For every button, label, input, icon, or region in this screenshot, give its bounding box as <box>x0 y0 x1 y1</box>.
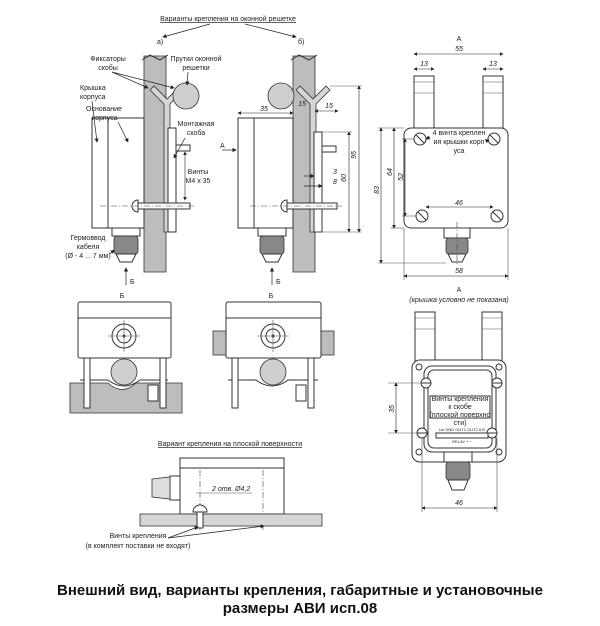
screw-icon <box>487 132 501 146</box>
label-base-2: корпуса <box>92 115 118 122</box>
dim-13b: 13 <box>489 61 497 68</box>
view-a-title-2: А <box>457 287 462 294</box>
dim-13a: 13 <box>420 61 428 68</box>
arrow-to-a <box>162 23 211 39</box>
dim-46b: 46 <box>455 500 463 507</box>
arrow-to-b <box>244 23 297 39</box>
view-a-note: (крышка условно не показана) <box>409 297 508 304</box>
label-cover: Крышка <box>80 85 106 92</box>
dim-8: 8 <box>333 179 337 186</box>
label-rods: Прутки оконной <box>171 55 222 63</box>
flat-mount-view: Вариант крепления на плоской поверхности… <box>86 440 323 550</box>
terminal-labels: Uп GND OUT1 OUT2 A B <box>439 427 485 432</box>
dim-60: 60 <box>341 174 348 182</box>
grate-rod-b <box>267 82 295 110</box>
label-screws: Винты <box>188 169 209 176</box>
label-fixators: Фиксаторы <box>90 56 126 63</box>
side-view-b: Б А 35 15 15 95 60 3 8 <box>220 54 362 286</box>
label-cover-2: корпуса <box>80 94 106 101</box>
dim-35b: 35 <box>389 405 396 413</box>
title-window-grate: Варианты крепления на оконной решетке <box>160 15 296 23</box>
dim-15b: 15 <box>325 103 333 110</box>
dim-83: 83 <box>374 186 381 194</box>
screw-icon <box>490 209 504 223</box>
view-b-left: Б <box>69 293 183 414</box>
flat-title: Вариант крепления на плоской поверхности <box>158 440 302 448</box>
label-screws-2: M4 x 35 <box>186 178 211 185</box>
variant-a-label: а) <box>157 39 163 46</box>
label-flat-screws: Винты крепления <box>110 533 167 540</box>
screw-icon <box>415 209 429 223</box>
terminal-relay: RELAY + − <box>452 439 472 444</box>
front-view-a: А 55 13 13 4 винта креплен ия крышки кор… <box>374 36 509 280</box>
dim-52: 52 <box>398 173 405 181</box>
label-cover-screws: 4 винта креплен <box>433 130 486 137</box>
label-flat-screws-2: (в комплект поставки не входят) <box>86 543 191 550</box>
label-gland: Гермоввод <box>71 235 106 242</box>
label-bracket: Монтажная <box>178 121 215 128</box>
label-gland-2: кабеля <box>77 243 100 251</box>
view-a-no-cover: А (крышка условно не показана) Винты кре… <box>388 287 509 512</box>
housing-flat <box>179 457 285 515</box>
dim-46: 46 <box>455 200 463 207</box>
caption-line-1: Внешний вид, варианты крепления, габарит… <box>57 582 543 599</box>
view-b-marker-2: Б <box>276 279 281 286</box>
dim-64: 64 <box>387 168 394 176</box>
label-rods-2: решетки <box>182 65 209 72</box>
dim-58: 58 <box>455 268 463 275</box>
dim-55: 55 <box>455 46 463 53</box>
side-view-a: Б <box>91 54 200 286</box>
view-b-title-2: Б <box>269 293 274 300</box>
holes-label: 2 отв. Ø4,2 <box>211 486 250 493</box>
view-a-title: А <box>457 36 462 43</box>
screw-icon <box>491 377 503 389</box>
view-b-right: Б <box>212 293 335 409</box>
label-bracket-2: скоба <box>187 129 205 137</box>
label-mount-screws-4: сти) <box>454 420 467 427</box>
label-base: Основание <box>86 106 122 113</box>
label-mount-screws: Винты крепления <box>432 396 489 403</box>
label-cover-screws-2: ия крышки корп <box>434 139 485 146</box>
variant-b-label: б) <box>298 38 304 46</box>
view-b-title: Б <box>120 293 125 300</box>
view-b-marker: Б <box>130 279 135 286</box>
caption-line-2: размеры АВИ исп.08 <box>222 600 378 617</box>
dim-3: 3 <box>333 169 337 176</box>
label-cover-screws-3: уса <box>454 148 465 155</box>
cable-gland-flat <box>151 476 171 500</box>
cable-gland <box>113 235 139 255</box>
dim-95: 95 <box>351 151 358 159</box>
dim-35: 35 <box>260 106 268 113</box>
screw-icon <box>420 377 432 389</box>
label-mount-screws-3: (плоской поверхно <box>430 411 491 419</box>
screw-icon <box>416 427 428 439</box>
grate-rod <box>172 82 200 110</box>
label-mount-screws-2: к скобе <box>448 403 471 411</box>
view-a-marker: А <box>220 143 225 150</box>
label-fixators-2: скобы <box>98 64 118 72</box>
screw-icon <box>413 132 427 146</box>
dim-15a: 15 <box>298 101 306 108</box>
label-gland-3: (Ø - 4 ... 7 мм) <box>65 253 110 260</box>
